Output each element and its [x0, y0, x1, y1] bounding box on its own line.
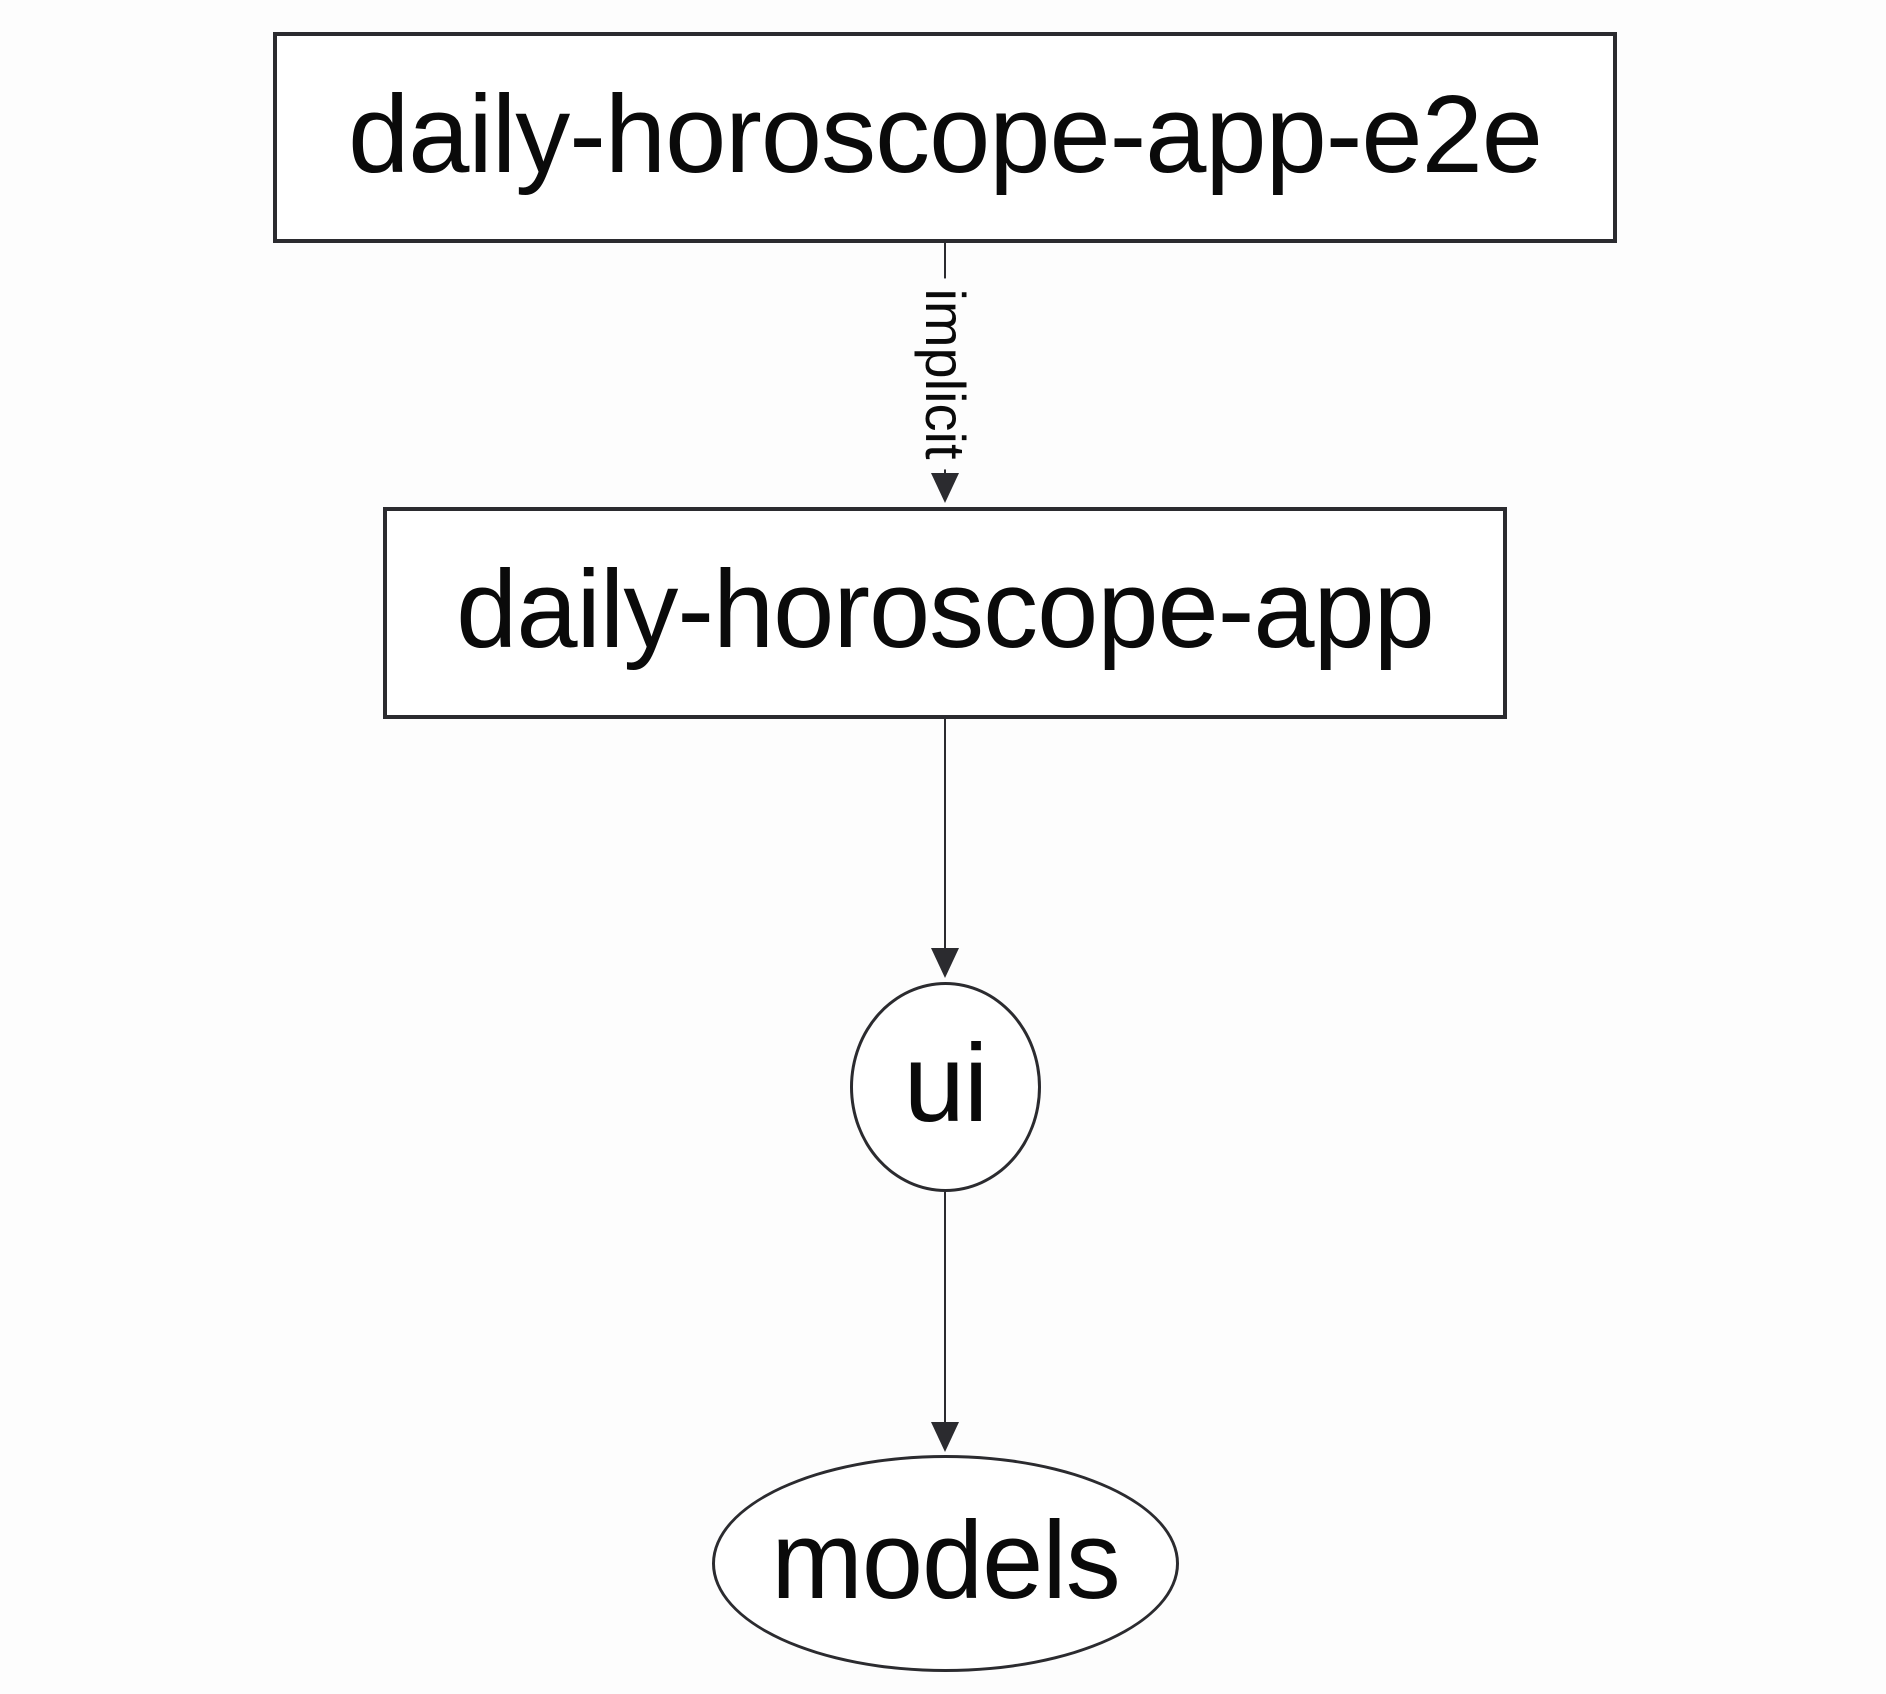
graph-node-daily-horoscope-app-e2e[interactable]: daily-horoscope-app-e2e	[273, 32, 1617, 243]
node-label-models: models	[771, 1498, 1121, 1622]
node-label-daily-horoscope-app: daily-horoscope-app	[456, 548, 1435, 671]
node-label-ui: ui	[903, 1022, 989, 1145]
graph-node-models[interactable]: models	[712, 1455, 1179, 1672]
graph-node-daily-horoscope-app[interactable]: daily-horoscope-app	[383, 507, 1507, 719]
edge-line-ui-to-models	[944, 1192, 946, 1426]
node-label-daily-horoscope-app-e2e: daily-horoscope-app-e2e	[348, 72, 1543, 196]
edge-label-implicit: implicit	[913, 278, 977, 470]
graph-node-ui[interactable]: ui	[850, 982, 1041, 1192]
arrowhead-down-icon	[931, 1422, 959, 1452]
arrowhead-down-icon	[931, 948, 959, 978]
arrowhead-down-icon	[931, 473, 959, 503]
edge-line-app-to-ui	[944, 719, 946, 952]
